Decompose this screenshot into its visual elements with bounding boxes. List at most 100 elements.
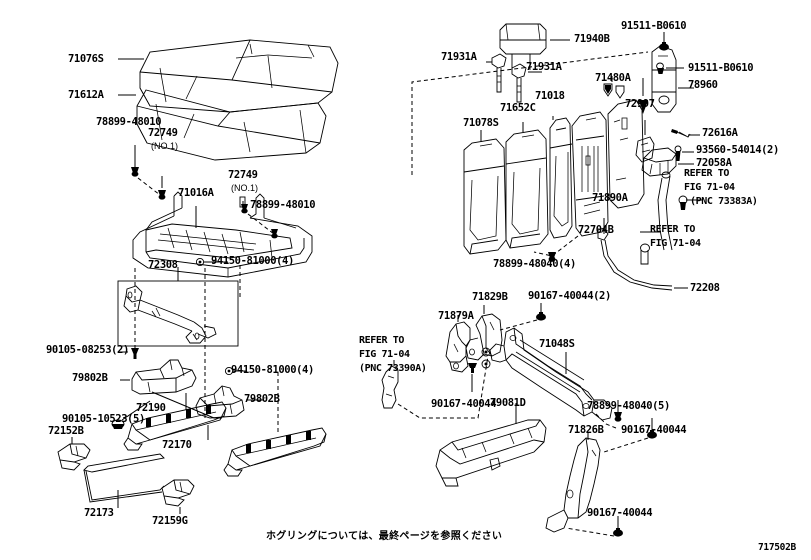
- label-79802B-right: 79802B: [244, 393, 280, 405]
- hogring-icon-a: [131, 167, 139, 177]
- clip-71480A-a: [603, 83, 613, 97]
- label-71879A: 71879A: [438, 310, 474, 322]
- label-71048S: 71048S: [539, 338, 575, 350]
- label-72749-a-note: (NO.1): [151, 141, 178, 151]
- label-72308: 72308: [148, 259, 178, 271]
- label-79081D: 79081D: [490, 397, 526, 409]
- label-72997: 72997: [625, 98, 655, 110]
- refer-part-icon-a: [678, 195, 688, 210]
- track-72170-drawing: [223, 427, 327, 477]
- back-cover-drawing: [463, 138, 507, 255]
- label-72749-b-note: (NO.1): [231, 183, 258, 193]
- label-90167-40044-c: 90167-40044: [621, 424, 687, 436]
- label-72170: 72170: [162, 439, 192, 451]
- cushion-cover-drawing: [139, 39, 339, 113]
- label-72058A: 72058A: [696, 157, 732, 169]
- hogring-icon-d: [614, 412, 622, 422]
- adjuster-cover-right-drawing: [195, 385, 245, 419]
- label-94150-81000-b: 94150-81000(4): [231, 364, 314, 376]
- bracket-72152B-drawing: [57, 443, 91, 471]
- label-71931A-right: 71931A: [526, 61, 562, 73]
- label-71931A-left: 71931A: [441, 51, 477, 63]
- adjuster-cover-left-drawing: [131, 359, 197, 395]
- refer-to-line3: (PNC 73383A): [690, 196, 758, 207]
- label-78899-48040-c: 78899-48040(4): [493, 258, 576, 270]
- refer-to-line1: REFER TO: [684, 168, 729, 179]
- bolt-icon-90167-b: [468, 363, 477, 373]
- back-frame-drawing: [571, 111, 609, 237]
- refer-to-line6: REFER TO: [359, 335, 404, 346]
- label-72159G: 72159G: [152, 515, 188, 527]
- bolt-icon-frame-a: [481, 347, 491, 357]
- label-71940B: 71940B: [574, 33, 610, 45]
- label-72152B: 72152B: [48, 425, 84, 437]
- label-71826B: 71826B: [568, 424, 604, 436]
- refer-to-line5: FIG 71-04: [650, 238, 701, 249]
- back-pad-drawing: [505, 129, 549, 249]
- label-78899-48040-d: 78899-48040(5): [587, 400, 670, 412]
- refer-to-line7: FIG 71-04: [359, 349, 410, 360]
- label-91511-B0610-side: 91511-B0610: [688, 62, 754, 74]
- bolt-icon-frame-b: [481, 359, 491, 369]
- label-72749-a: 72749: [148, 127, 178, 139]
- hogring-icon-b: [241, 204, 248, 214]
- label-79802B-left: 79802B: [72, 372, 108, 384]
- label-72704B: 72704B: [578, 224, 614, 236]
- label-90105-08253: 90105-08253(2): [46, 344, 129, 356]
- label-78960: 78960: [688, 79, 718, 91]
- hinge-78960-drawing: [651, 45, 677, 113]
- hinge-assy-drawing: [123, 285, 217, 344]
- label-71078S: 71078S: [463, 117, 499, 129]
- label-78899-48010-a: 78899-48010: [96, 116, 162, 128]
- label-90167-40044-a: 90167-40044(2): [528, 290, 611, 302]
- bolt-icon-91511-side: [656, 62, 664, 74]
- label-71652C: 71652C: [500, 102, 536, 114]
- label-71890A: 71890A: [592, 192, 628, 204]
- label-72616A: 72616A: [702, 127, 738, 139]
- hinge-assy-box: [117, 280, 239, 347]
- clip-icon-b: [239, 196, 246, 208]
- label-94150-81000-a: 94150-81000(4): [211, 255, 294, 267]
- label-90105-10523: 90105-10523(5): [62, 413, 145, 425]
- spring-72616A-drawing: [671, 129, 691, 138]
- label-72208: 72208: [690, 282, 720, 294]
- hinge-71879A-drawing: [445, 321, 471, 373]
- bracket-72159G-drawing: [161, 479, 195, 507]
- bolt-icon-90105-08253: [131, 348, 139, 359]
- screw-icon-93560: [674, 145, 682, 161]
- label-72190: 72190: [136, 402, 166, 414]
- refer-part-icon-b: [640, 243, 650, 265]
- label-71829B: 71829B: [472, 291, 508, 303]
- japanese-note: ホグリングについては、最終ページを参照ください: [266, 531, 503, 542]
- bolt-icon-90167-a: [536, 312, 546, 321]
- label-78899-48010-b: 78899-48010: [250, 199, 316, 211]
- headrest-support-left: [491, 53, 507, 93]
- refer-to-line8: (PNC 73390A): [359, 363, 427, 374]
- label-93560-54014: 93560-54014(2): [696, 144, 779, 156]
- label-71480A: 71480A: [595, 72, 631, 84]
- label-90167-40044-d: 90167-40044: [587, 507, 653, 519]
- label-72749-b: 72749: [228, 169, 258, 181]
- refer-to-line2: FIG 71-04: [684, 182, 735, 193]
- label-90167-40044-b: 90167-40044: [431, 398, 497, 410]
- bolt-icon-90167-d: [613, 528, 623, 537]
- lever-72058A-drawing: [641, 147, 677, 177]
- bolt-icon-94150-a: [195, 257, 205, 267]
- hogring-icon-a2: [158, 190, 166, 200]
- label-72173: 72173: [84, 507, 114, 519]
- figure-number: 717502B: [758, 542, 796, 553]
- bolt-icon-91511-top: [659, 42, 669, 51]
- headrest-support-right: [511, 63, 527, 103]
- label-71612A: 71612A: [68, 89, 104, 101]
- rod-72173-drawing: [83, 453, 165, 503]
- label-71016A: 71016A: [178, 187, 214, 199]
- clip-71480A-b: [615, 85, 625, 99]
- hogring-icon-b2: [271, 229, 278, 239]
- label-71018: 71018: [535, 90, 565, 102]
- panel-79081D-drawing: [435, 419, 547, 487]
- back-board-drawing: [549, 117, 573, 239]
- refer-to-line4: REFER TO: [650, 224, 695, 235]
- clip-72997-drawing: [635, 136, 655, 163]
- label-91511-B0610-top: 91511-B0610: [621, 20, 687, 32]
